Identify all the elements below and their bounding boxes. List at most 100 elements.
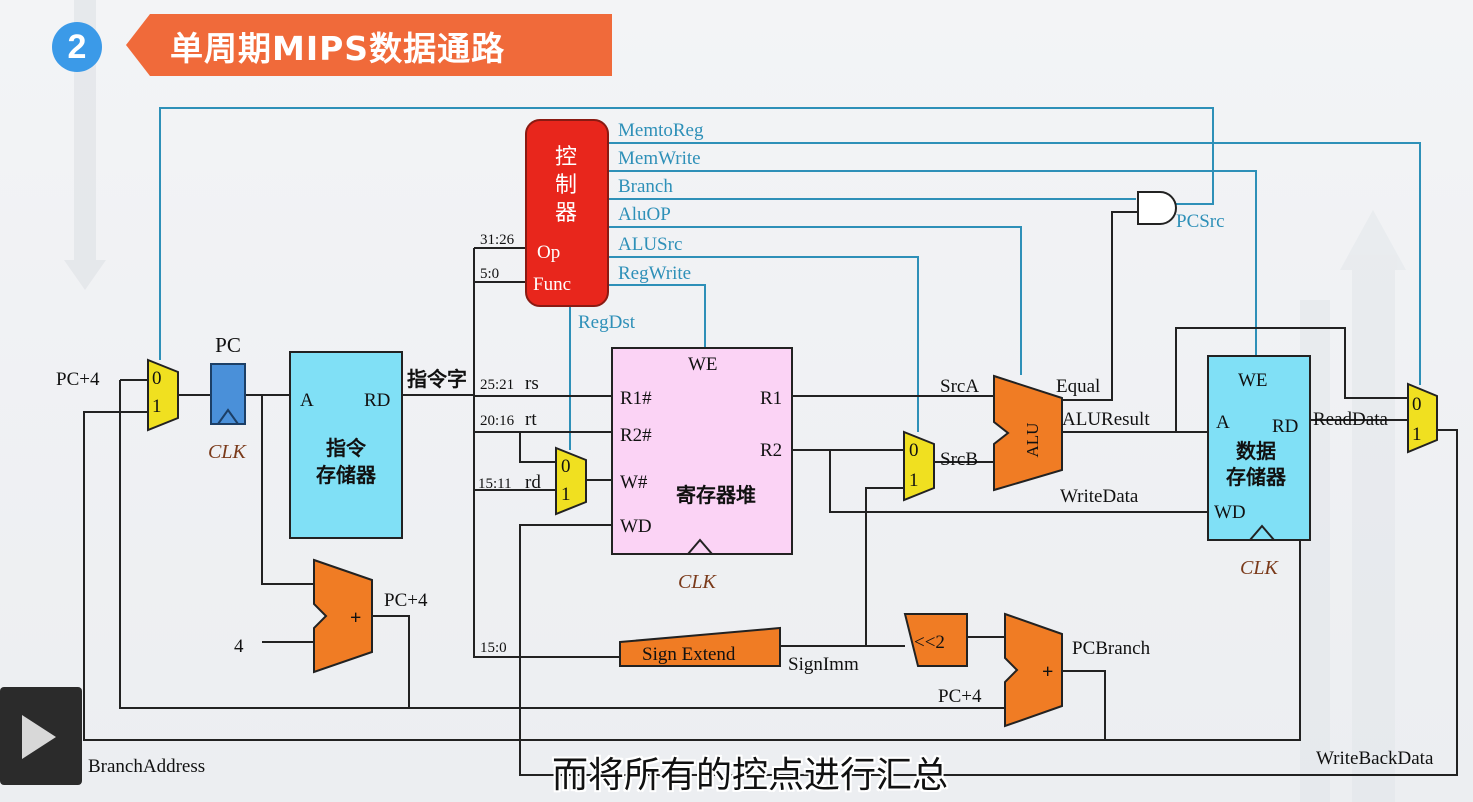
pc-register xyxy=(210,363,246,425)
rd-label: rd xyxy=(525,472,541,493)
pc-adder-plus: + xyxy=(350,607,361,629)
alusrc-mux-in0: 0 xyxy=(909,440,919,461)
signal-pcsrc: PCSrc xyxy=(1176,211,1225,232)
datamem-clock-icon xyxy=(1249,524,1275,541)
sign-extend xyxy=(619,626,781,667)
rt-bits: 20:16 xyxy=(480,413,515,429)
func-bits: 5:0 xyxy=(480,266,499,282)
pc-mux xyxy=(147,358,179,432)
control-char-1: 控 xyxy=(555,144,577,169)
adder-pcbranch: PCBranch xyxy=(1072,638,1151,659)
memtoreg-mux xyxy=(1407,382,1438,454)
imem-rd: RD xyxy=(364,390,390,411)
play-icon xyxy=(22,715,56,759)
rs-bits: 25:21 xyxy=(480,377,514,393)
sign-extend-label: Sign Extend xyxy=(642,644,736,665)
control-char-3: 器 xyxy=(555,200,577,225)
dmem-readdata: ReadData xyxy=(1313,409,1388,430)
writeback-data: WriteBackData xyxy=(1316,748,1434,769)
register-file xyxy=(611,347,793,555)
const-four: 4 xyxy=(234,636,244,657)
dmem-name-2: 存储器 xyxy=(1226,465,1287,489)
memtoreg-mux-in1: 1 xyxy=(1412,424,1422,445)
regfile-r2n: R2# xyxy=(620,425,652,446)
pc-clk: CLK xyxy=(208,441,247,463)
data-wires xyxy=(83,211,1458,776)
signal-branch: Branch xyxy=(618,176,673,197)
signimm-label: SignImm xyxy=(788,654,859,675)
control-func: Func xyxy=(533,274,571,295)
imm-bits: 15:0 xyxy=(480,640,507,656)
instruction-word: 指令字 xyxy=(407,367,467,391)
pc-adder xyxy=(313,558,373,674)
pc-mux-in1: 1 xyxy=(152,396,162,417)
data-memory xyxy=(1207,355,1311,541)
alu-name: ALU xyxy=(1023,423,1042,458)
imem-name-2: 存储器 xyxy=(316,463,377,487)
regfile-wd: WD xyxy=(620,516,652,537)
video-subtitle: 而将所有的控点进行汇总 xyxy=(552,755,949,796)
section-number-badge: 2 xyxy=(52,22,102,72)
control-unit xyxy=(525,119,609,307)
signal-memtoreg: MemtoReg xyxy=(618,120,704,141)
regfile-r2: R2 xyxy=(760,440,782,461)
and-gate xyxy=(1137,191,1177,225)
branch-address: BranchAddress xyxy=(88,756,205,777)
dmem-clk: CLK xyxy=(1240,557,1279,579)
alu-result: ALUResult xyxy=(1062,409,1150,430)
dmem-name-1: 数据 xyxy=(1236,439,1276,463)
control-op: Op xyxy=(537,242,560,263)
control-char-2: 制 xyxy=(555,172,577,197)
title-banner xyxy=(126,14,612,76)
pc-mux-in0: 0 xyxy=(152,368,162,389)
regfile-clk: CLK xyxy=(678,571,717,593)
dmem-we: WE xyxy=(1238,370,1268,391)
branch-adder xyxy=(1004,612,1063,728)
signal-memwrite: MemWrite xyxy=(618,148,701,169)
imem-name-1: 指令 xyxy=(326,436,367,460)
alusrc-mux xyxy=(903,430,935,502)
alusrc-mux-in1: 1 xyxy=(909,470,919,491)
dmem-rd: RD xyxy=(1272,416,1298,437)
regfile-r1: R1 xyxy=(760,388,782,409)
pc-label: PC xyxy=(215,333,241,357)
rd-bits: 15:11 xyxy=(478,476,512,492)
signal-regdst: RegDst xyxy=(578,312,636,333)
dmem-wd: WD xyxy=(1214,502,1246,523)
signal-aluop: AluOP xyxy=(618,204,671,225)
branch-adder-plus: + xyxy=(1042,661,1053,683)
branch-pc-plus4: PC+4 xyxy=(938,686,982,707)
alu xyxy=(993,374,1063,492)
regfile-name: 寄存器堆 xyxy=(676,483,756,507)
adder-pc-plus4: PC+4 xyxy=(384,590,428,611)
pc-clock-icon xyxy=(217,408,239,425)
shift-left-2 xyxy=(903,613,968,667)
instruction-memory xyxy=(289,351,403,539)
pc-plus4-input: PC+4 xyxy=(56,369,100,390)
rs-label: rs xyxy=(525,373,539,394)
slide-title: 单周期MIPS数据通路 xyxy=(170,29,506,68)
regfile-clock-icon xyxy=(687,538,713,555)
shift-label: <<2 xyxy=(914,632,945,653)
signal-regwrite: RegWrite xyxy=(618,263,691,284)
regfile-we: WE xyxy=(688,354,718,375)
imem-a: A xyxy=(300,390,314,411)
regfile-wn: W# xyxy=(620,472,648,493)
alu-srca: SrcA xyxy=(940,376,979,397)
signal-alusrc: ALUSrc xyxy=(618,234,682,255)
dmem-a: A xyxy=(1216,412,1230,433)
alu-writedata: WriteData xyxy=(1060,486,1139,507)
alu-srcb: SrcB xyxy=(940,449,978,470)
play-button[interactable] xyxy=(0,687,82,785)
control-wires xyxy=(159,107,1421,450)
regfile-r1n: R1# xyxy=(620,388,652,409)
op-bits: 31:26 xyxy=(480,232,515,248)
memtoreg-mux-in0: 0 xyxy=(1412,394,1422,415)
alu-equal: Equal xyxy=(1056,376,1100,397)
regdst-mux-in0: 0 xyxy=(561,456,571,477)
regdst-mux xyxy=(555,446,587,516)
regdst-mux-in1: 1 xyxy=(561,484,571,505)
rt-label: rt xyxy=(525,409,537,430)
